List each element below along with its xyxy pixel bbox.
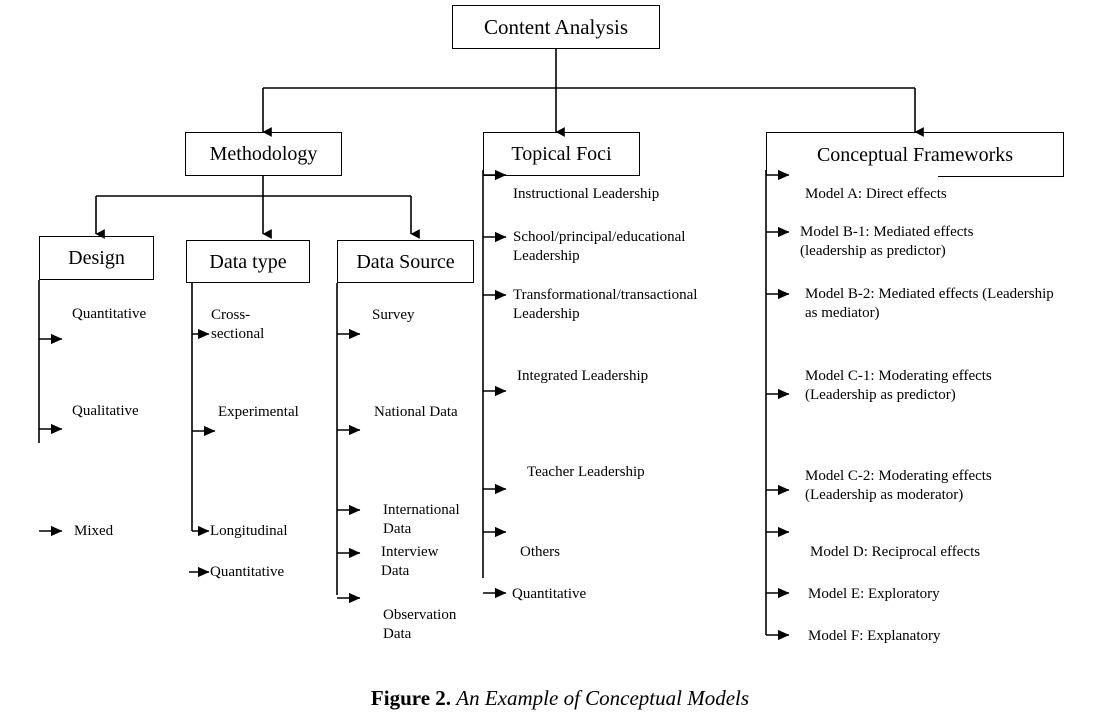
node-design[interactable]: Design [39,236,154,280]
node-design-label: Design [68,247,125,269]
node-topical-foci[interactable]: Topical Foci [483,132,640,176]
leaf-topical-school-principal-educational-leadership: School/principal/educational Leadership [513,229,686,264]
leaf-data-source-international-data: International Data [383,502,460,537]
leaf-model-b1-mediated-effects: Model B-1: Mediated effects (leadership … [800,224,974,259]
node-data-type-label: Data type [209,250,287,273]
node-conceptual-frameworks-label: Conceptual Frameworks [816,143,1014,166]
leaf-data-type-quantitative: Quantitative [210,564,285,580]
node-data-type[interactable]: Data type [186,240,310,283]
leaf-data-source-interview-data: Interview Data [381,544,439,579]
leaf-model-a-direct-effects: Model A: Direct effects [805,186,947,202]
node-content-analysis[interactable]: Content Analysis [452,5,660,49]
leaf-topical-integrated-leadership: Integrated Leadership [517,368,649,384]
figure-caption-label: Figure 2. [370,686,452,710]
leaf-topical-teacher-leadership: Teacher Leadership [527,464,645,480]
leaf-data-source-national-data: National Data [374,404,458,420]
leaf-model-d-reciprocal-effects: Model D: Reciprocal effects [810,544,981,560]
leaf-data-source-survey: Survey [372,307,415,323]
leaf-data-type-cross-sectional: Cross- sectional [211,307,265,342]
leaf-topical-transformational-transactional-leadership: Transformational/transactional Leadershi… [513,287,698,322]
leaf-model-f-explanatory: Model F: Explanatory [808,628,941,644]
node-methodology[interactable]: Methodology [185,132,342,176]
leaf-data-source-observation-data: Observation Data [383,607,457,642]
node-data-source[interactable]: Data Source [337,240,474,283]
leaf-topical-others: Others [520,544,560,560]
leaf-model-c2-moderating-effects: Model C-2: Moderating effects (Leadershi… [805,468,992,503]
leaf-model-b2-mediated-effects: Model B-2: Mediated effects (Leadership … [805,286,1054,321]
node-methodology-label: Methodology [209,143,318,165]
leaf-model-e-exploratory: Model E: Exploratory [808,586,940,602]
leaf-data-type-experimental: Experimental [218,404,299,420]
leaf-design-qualitative: Qualitative [72,403,139,419]
leaf-model-c1-moderating-effects: Model C-1: Moderating effects (Leadershi… [805,368,992,403]
leaf-topical-instructional-leadership: Instructional Leadership [513,186,660,202]
leaf-design-mixed: Mixed [74,523,114,539]
leaf-topical-quantitative: Quantitative [512,586,587,602]
figure-caption-text: An Example of Conceptual Models [456,686,750,710]
node-conceptual-frameworks[interactable]: Conceptual Frameworks [766,132,1064,176]
node-data-source-label: Data Source [356,250,455,273]
node-topical-foci-label: Topical Foci [511,143,612,165]
figure-caption: Figure 2. An Example of Conceptual Model… [0,686,1120,711]
conceptual-frameworks-bottom-edge [938,176,1064,177]
leaf-data-type-longitudinal: Longitudinal [210,523,288,539]
node-content-analysis-label: Content Analysis [483,14,629,39]
leaf-design-quantitative: Quantitative [72,306,147,322]
